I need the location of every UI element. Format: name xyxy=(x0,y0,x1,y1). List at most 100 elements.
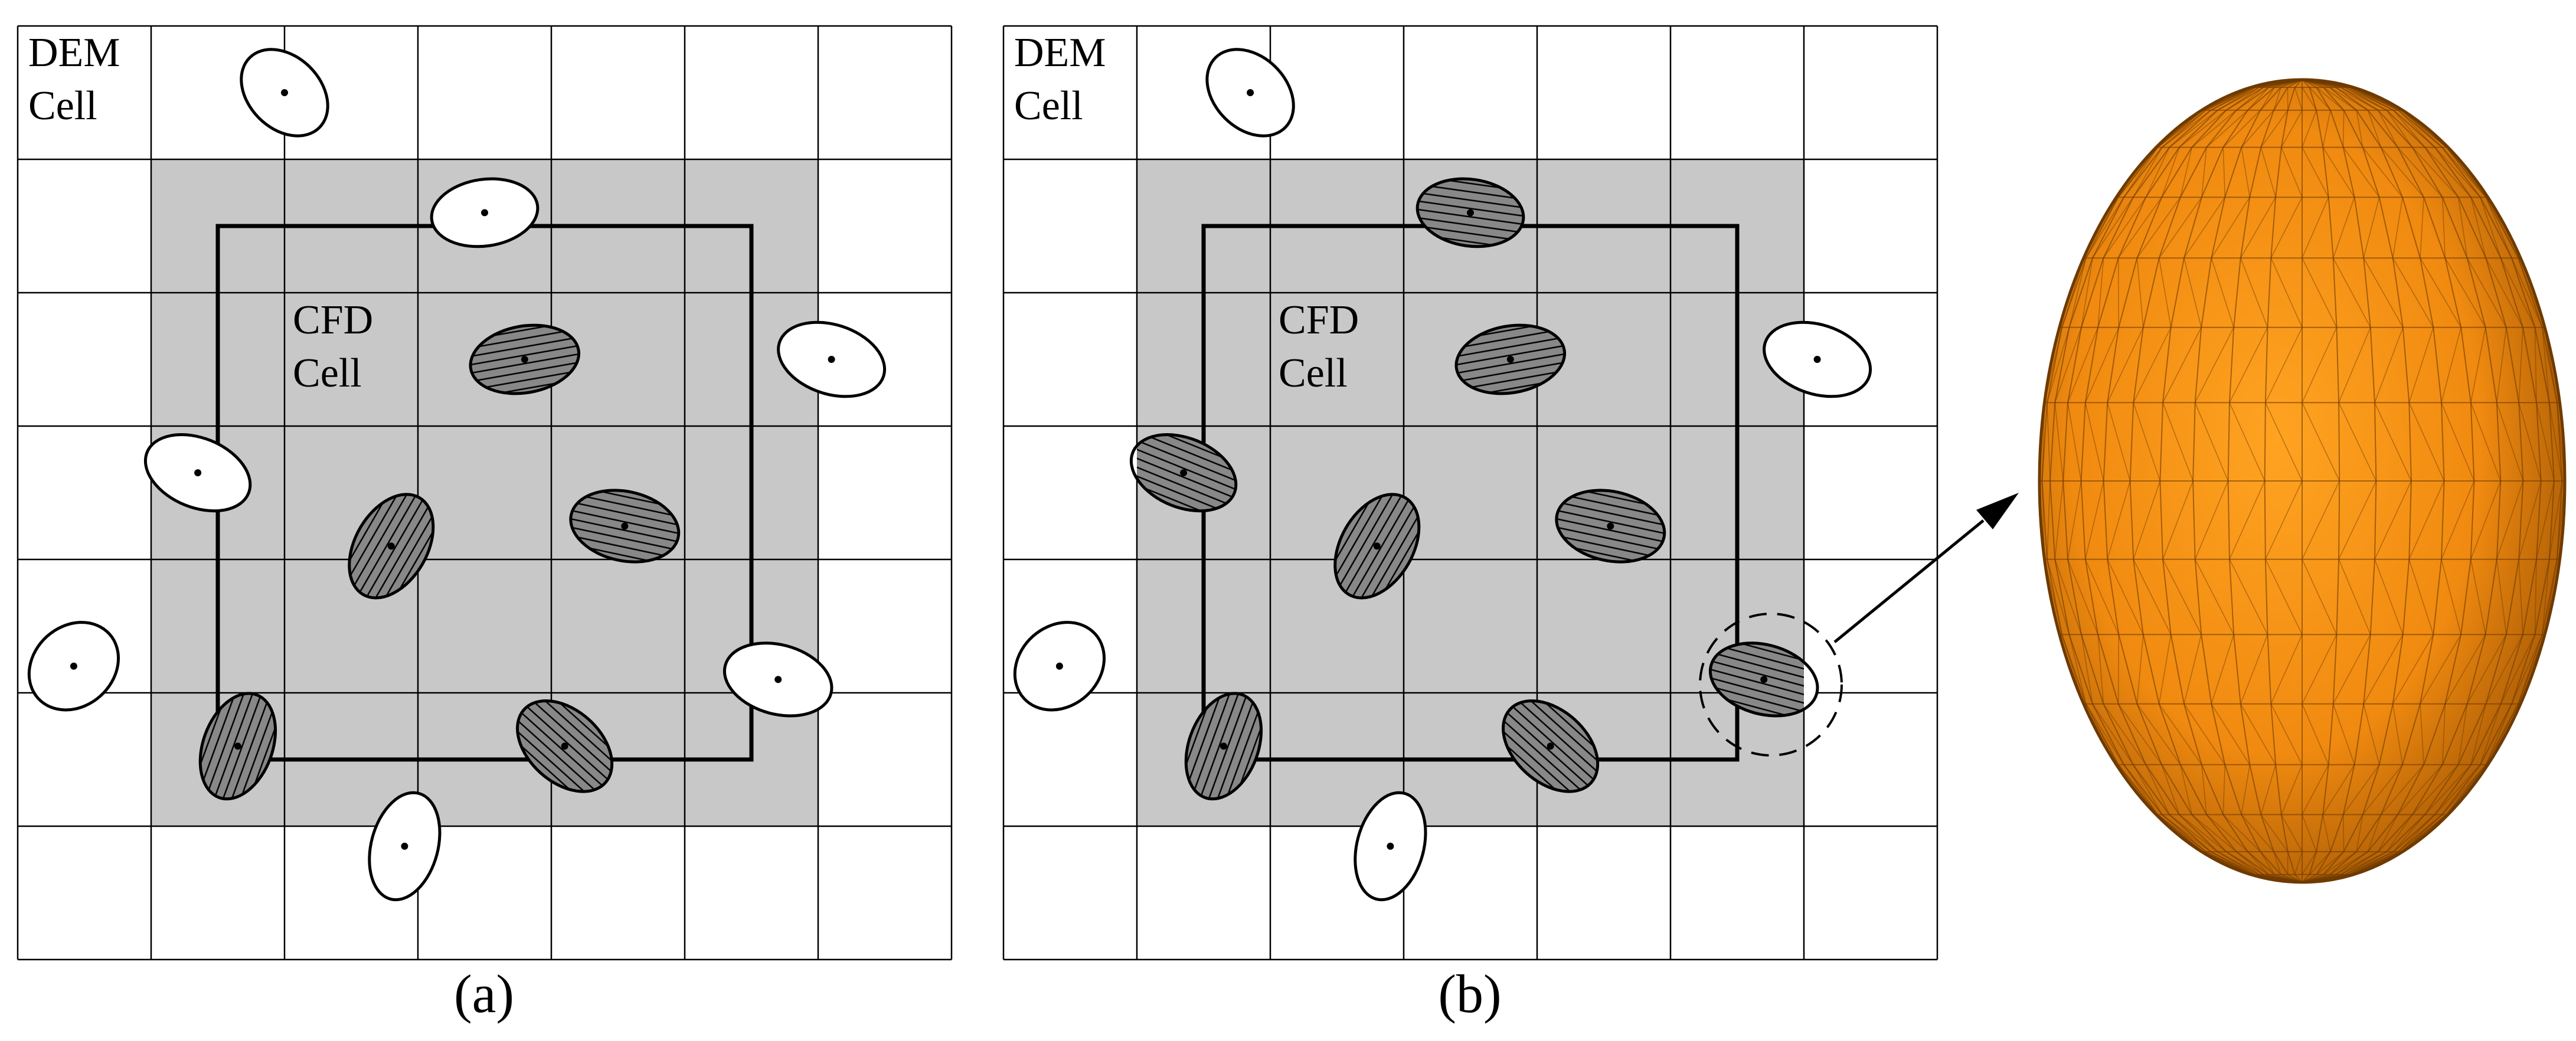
mesh-diagonal-line xyxy=(2518,402,2542,482)
mesh-diagonal-line xyxy=(2083,197,2119,258)
mesh-diagonal-line xyxy=(2485,197,2512,258)
mesh-diagonal-line xyxy=(2374,559,2404,635)
mesh-diagonal-line xyxy=(2302,147,2329,198)
mesh-diagonal-line xyxy=(2222,814,2261,852)
mesh-diagonal-line xyxy=(2054,559,2082,635)
mesh-diagonal-line xyxy=(2511,634,2543,705)
mesh-diagonal-line xyxy=(2470,703,2487,765)
mesh-diagonal-line xyxy=(2374,327,2404,403)
mesh-diagonal-line xyxy=(2470,480,2502,559)
mesh-diagonal-line xyxy=(2107,559,2144,635)
mesh-diagonal-line xyxy=(2367,110,2382,148)
callout-dashed-circle xyxy=(1699,613,1843,757)
mesh-diagonal-line xyxy=(2044,327,2062,403)
mesh-diagonal-line xyxy=(2338,480,2377,560)
mesh-diagonal-line xyxy=(2225,87,2260,111)
mesh-diagonal-line xyxy=(2316,87,2345,111)
particle-center-dot xyxy=(774,676,782,683)
mesh-diagonal-line xyxy=(2534,327,2537,403)
mesh-diagonal-line xyxy=(2211,197,2250,258)
particle-center-dot xyxy=(1055,662,1063,670)
dem-grid xyxy=(1002,25,1938,961)
mesh-diagonal-line xyxy=(2169,814,2218,852)
mesh-diagonal-line xyxy=(2386,110,2413,148)
mesh-diagonal-line xyxy=(2518,327,2523,403)
mesh-diagonal-line xyxy=(2398,814,2436,852)
mesh-diagonal-line xyxy=(2047,480,2051,559)
mesh-diagonal-line xyxy=(2202,851,2251,875)
mesh-diagonal-line xyxy=(2265,327,2303,403)
mesh-diagonal-line xyxy=(2444,257,2486,328)
mesh-diagonal-line xyxy=(2470,402,2502,482)
mesh-diagonal-line xyxy=(2117,764,2157,815)
particle-bottom xyxy=(1354,791,1427,902)
mesh-diagonal-line xyxy=(2085,327,2120,403)
mesh-diagonal-line xyxy=(2241,110,2274,148)
mesh-diagonal-line xyxy=(2335,851,2379,875)
ellipsoid-particle-mesh xyxy=(2038,78,2567,884)
mesh-diagonal-line xyxy=(2381,147,2424,198)
mesh-diagonal-line xyxy=(2161,147,2180,198)
particle-center-dot xyxy=(70,662,77,670)
mesh-diagonal-line xyxy=(2466,634,2507,705)
mesh-diagonal-line xyxy=(2123,147,2158,198)
mesh-diagonal-line xyxy=(2159,703,2202,765)
mesh-diagonal-line xyxy=(2363,257,2404,328)
particle-center-dot xyxy=(1220,742,1227,750)
mesh-diagonal-line xyxy=(2544,327,2558,403)
mesh-diagonal-line xyxy=(2294,851,2303,875)
mesh-diagonal-line xyxy=(2068,634,2087,704)
mesh-diagonal-line xyxy=(2446,147,2489,198)
mesh-diagonal-line xyxy=(2067,327,2098,403)
mesh-diagonal-line xyxy=(2183,197,2225,258)
mesh-diagonal-line xyxy=(2241,147,2251,198)
mesh-diagonal-line xyxy=(2217,87,2256,111)
particle-top-edge xyxy=(430,177,540,248)
mesh-diagonal-line xyxy=(2386,814,2413,852)
mesh-diagonal-line xyxy=(2377,110,2398,148)
particle-center-dot xyxy=(194,469,202,477)
mesh-diagonal-line xyxy=(2081,258,2093,328)
particles xyxy=(1013,48,1872,902)
mesh-diagonal-line xyxy=(2103,703,2146,765)
callout-arrow-head xyxy=(1976,493,2019,529)
mesh-diagonal-line xyxy=(2273,87,2281,111)
mesh-diagonal-line xyxy=(2107,402,2131,482)
mesh-diagonal-line xyxy=(2322,110,2331,148)
mesh-diagonal-line xyxy=(2133,147,2163,198)
mesh-diagonal-line xyxy=(2205,851,2252,875)
mesh-longitude-line xyxy=(2049,79,2303,883)
mesh-diagonal-line xyxy=(2420,257,2461,328)
mesh-diagonal-line xyxy=(2518,634,2545,705)
mesh-diagonal-line xyxy=(2083,703,2119,765)
mesh-diagonal-line xyxy=(2340,851,2387,875)
mesh-diagonal-line xyxy=(2441,480,2475,560)
mesh-diagonal-line xyxy=(2265,480,2303,560)
particle-outline xyxy=(430,177,540,248)
mesh-diagonal-line xyxy=(2302,402,2340,482)
mesh-diagonal-line xyxy=(2222,110,2261,148)
mesh-diagonal-line xyxy=(2408,402,2445,482)
mesh-diagonal-line xyxy=(2518,559,2523,635)
mesh-diagonal-line xyxy=(2348,87,2399,111)
mesh-diagonal-line xyxy=(2118,197,2162,258)
panel-a: DEM Cell CFD Cell (a) xyxy=(17,25,953,1024)
mesh-diagonal-line xyxy=(2047,327,2070,403)
particle-outline xyxy=(1416,177,1525,248)
particle-outline xyxy=(1205,48,1295,138)
mesh-diagonal-line xyxy=(2518,257,2545,328)
particle-outline xyxy=(348,493,435,600)
particle-right-upper xyxy=(777,320,887,398)
mesh-diagonal-line xyxy=(2211,703,2250,765)
mesh-diagonal-line xyxy=(2097,634,2104,704)
mesh-diagonal-line xyxy=(2169,110,2218,148)
mesh-diagonal-line xyxy=(2420,634,2461,705)
mesh-diagonal-line xyxy=(2392,197,2403,258)
particle-center-dot xyxy=(1247,89,1254,96)
mesh-diagonal-line xyxy=(2158,634,2172,704)
mesh-diagonal-line xyxy=(2434,764,2481,815)
mesh-diagonal-line xyxy=(2235,87,2264,111)
particle-outline xyxy=(1454,323,1567,395)
mesh-diagonal-line xyxy=(2103,197,2146,258)
particle-inner-upper xyxy=(1454,323,1567,395)
